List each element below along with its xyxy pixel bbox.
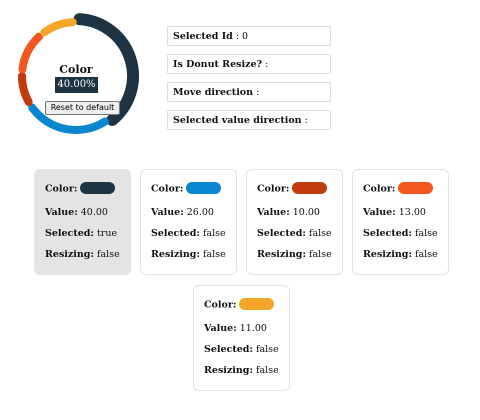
card-selected-row: Selected: false	[257, 228, 332, 239]
card-resizing-label: Resizing:	[45, 249, 94, 260]
donut-segment-1[interactable]	[73, 13, 139, 126]
card-selected-row: Selected: true	[45, 228, 117, 239]
card-resizing-value: false	[97, 249, 120, 260]
card-resizing-value: false	[415, 249, 438, 260]
card-color-row: Color:	[257, 182, 328, 195]
card-value-row: Value: 11.00	[204, 323, 267, 334]
card-resizing-label: Resizing:	[257, 249, 306, 260]
donut-center-value: 40.00%	[55, 77, 98, 93]
card-selected-row: Selected: false	[363, 228, 438, 239]
donut-segment-4[interactable]	[18, 32, 44, 74]
card-selected-label: Selected:	[363, 228, 412, 239]
card-selected-value: false	[308, 228, 332, 239]
card-selected-row: Selected: false	[151, 228, 226, 239]
card-color-row: Color:	[151, 182, 222, 195]
color-swatch	[80, 182, 116, 194]
segment-card-1[interactable]: Color: Value: 40.00 Selected: true Resiz…	[34, 169, 131, 275]
color-swatch	[186, 182, 222, 194]
card-selected-label: Selected:	[204, 344, 253, 355]
card-value-label: Value:	[363, 207, 396, 218]
card-resizing-label: Resizing:	[204, 365, 253, 376]
card-resizing-row: Resizing: false	[363, 249, 438, 260]
move-direction-label: Move direction	[173, 87, 254, 98]
card-color-label: Color:	[45, 183, 78, 195]
segment-card-5[interactable]: Color: Value: 11.00 Selected: false Resi…	[193, 285, 290, 391]
card-color-label: Color:	[257, 183, 290, 195]
card-resizing-value: false	[309, 249, 332, 260]
card-selected-label: Selected:	[151, 228, 200, 239]
selected-id-value: : 0	[232, 31, 249, 42]
value-direction-label: Selected value direction	[173, 115, 302, 126]
reset-to-default-button[interactable]: Reset to default	[45, 101, 120, 115]
card-value: 11.00	[239, 323, 267, 334]
card-color-label: Color:	[204, 299, 237, 311]
move-direction-box: Move direction :	[167, 82, 331, 102]
color-swatch	[239, 298, 275, 310]
card-value-label: Value:	[45, 207, 78, 218]
segment-card-3[interactable]: Color: Value: 10.00 Selected: false Resi…	[246, 169, 343, 275]
donut-center-title: Color	[59, 63, 93, 76]
card-value-row: Value: 13.00	[363, 207, 426, 218]
card-resizing-value: false	[256, 365, 279, 376]
card-selected-label: Selected:	[257, 228, 306, 239]
card-value-row: Value: 40.00	[45, 207, 108, 218]
donut-resize-label: Is Donut Resize?	[173, 59, 263, 70]
card-color-row: Color:	[363, 182, 434, 195]
card-selected-value: false	[255, 344, 279, 355]
value-direction-value: :	[301, 115, 308, 126]
card-resizing-row: Resizing: false	[204, 365, 279, 376]
color-swatch	[398, 182, 434, 194]
card-value-label: Value:	[151, 207, 184, 218]
card-color-row: Color:	[45, 182, 116, 195]
card-resizing-label: Resizing:	[151, 249, 200, 260]
donut-resize-box: Is Donut Resize? :	[167, 54, 331, 74]
donut-segment-2[interactable]	[28, 103, 110, 134]
card-resizing-row: Resizing: false	[151, 249, 226, 260]
donut-chart[interactable]: Color 40.00% Reset to default	[8, 8, 144, 144]
card-color-label: Color:	[151, 183, 184, 195]
card-value: 10.00	[292, 207, 320, 218]
value-direction-box: Selected value direction :	[167, 110, 331, 130]
card-resizing-value: false	[203, 249, 226, 260]
card-selected-label: Selected:	[45, 228, 94, 239]
card-resizing-label: Resizing:	[363, 249, 412, 260]
card-selected-value: true	[96, 228, 118, 239]
move-direction-value: :	[253, 87, 260, 98]
segment-card-4[interactable]: Color: Value: 13.00 Selected: false Resi…	[352, 169, 449, 275]
card-color-row: Color:	[204, 298, 275, 311]
card-value: 13.00	[398, 207, 426, 218]
selected-id-label: Selected Id	[173, 31, 233, 42]
donut-resize-value: :	[262, 59, 269, 70]
card-color-label: Color:	[363, 183, 396, 195]
donut-segment-3[interactable]	[18, 71, 33, 107]
card-value-row: Value: 26.00	[151, 207, 214, 218]
card-value-label: Value:	[257, 207, 290, 218]
card-resizing-row: Resizing: false	[257, 249, 332, 260]
segment-card-2[interactable]: Color: Value: 26.00 Selected: false Resi…	[140, 169, 237, 275]
color-swatch	[292, 182, 328, 194]
card-selected-value: false	[202, 228, 226, 239]
card-value: 40.00	[80, 207, 108, 218]
card-selected-value: false	[414, 228, 438, 239]
selected-id-box: Selected Id : 0	[167, 26, 331, 46]
card-value-row: Value: 10.00	[257, 207, 320, 218]
donut-segment-5[interactable]	[40, 18, 77, 37]
card-selected-row: Selected: false	[204, 344, 279, 355]
donut-svg[interactable]	[8, 8, 144, 144]
card-value: 26.00	[186, 207, 214, 218]
card-value-label: Value:	[204, 323, 237, 334]
card-resizing-row: Resizing: false	[45, 249, 120, 260]
